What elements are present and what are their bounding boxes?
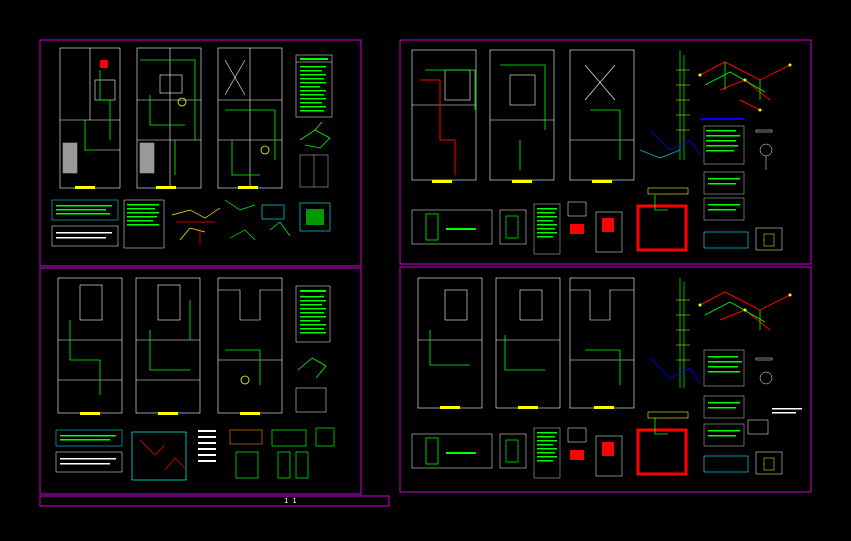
sheet-4: [411, 277, 802, 479]
sheet-1: [51, 47, 333, 249]
bottom-strip-label: 1 1: [284, 497, 297, 505]
legend-table-1: [295, 54, 333, 118]
sheet-frames: [39, 39, 812, 507]
sheet-2: [55, 277, 335, 481]
sheet-3: [411, 49, 792, 255]
floor-plan-1: [59, 47, 121, 189]
floor-plan-2: [136, 47, 202, 189]
